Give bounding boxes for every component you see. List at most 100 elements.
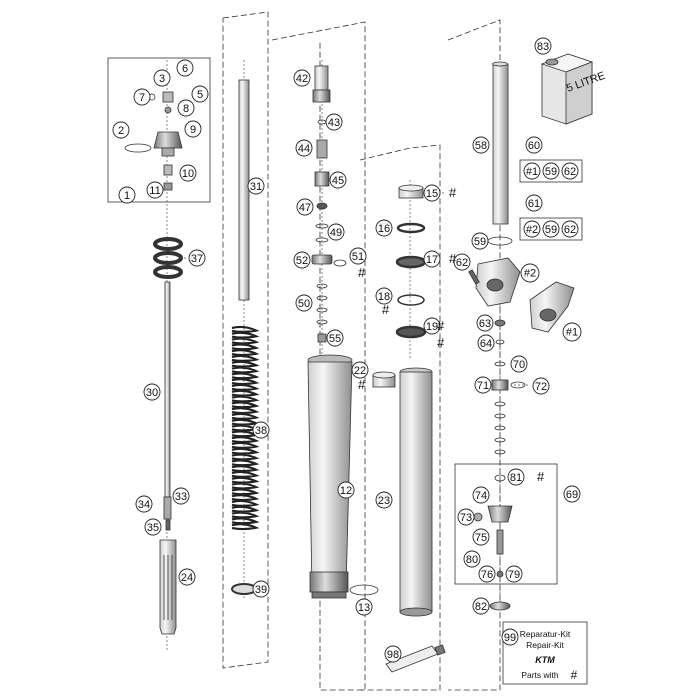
- callout-circle: [474, 376, 492, 394]
- right-column-parts: [468, 61, 575, 611]
- callout-number: 55: [329, 333, 341, 345]
- callout-circle: [325, 113, 343, 131]
- top-cap-parts: [124, 91, 183, 191]
- callout-number: 7: [139, 92, 145, 104]
- callout-80: 80: [463, 550, 481, 568]
- callout-number: 34: [138, 499, 150, 511]
- callout-circle: [296, 198, 314, 216]
- callout-34: 34: [135, 495, 153, 513]
- callout-circle: [349, 247, 367, 265]
- callout-8: 8: [177, 99, 195, 117]
- callout-circle: [478, 565, 496, 583]
- legend-brand: KTM: [535, 655, 555, 665]
- callout-number: 64: [480, 338, 492, 350]
- hash-mark: #: [358, 265, 366, 280]
- clamp-label-circle: [562, 322, 582, 342]
- callout-61: 61: [525, 194, 543, 212]
- callout-35: 35: [144, 518, 162, 536]
- callout-number: 75: [475, 532, 487, 544]
- damper-rod: [159, 281, 177, 635]
- fork-spring: [231, 325, 260, 531]
- callout-number: 79: [508, 569, 520, 581]
- callout-number: 30: [146, 387, 158, 399]
- inner-tube: [399, 367, 433, 617]
- legend-symbol: #: [571, 668, 578, 682]
- callout-number: 1: [124, 190, 130, 202]
- callout-number: 2: [118, 125, 124, 137]
- callout-number: 82: [475, 601, 487, 613]
- kit-60-item: 59: [545, 166, 557, 178]
- callout-circle: [337, 481, 355, 499]
- callout-circle: [143, 383, 161, 401]
- callout-circle: [295, 294, 313, 312]
- legend-line1: Reparatur-Kit: [520, 629, 571, 639]
- callout-circle: [534, 37, 552, 55]
- callout-number: 9: [190, 124, 196, 136]
- callout-circle: [144, 518, 162, 536]
- callout-number: 23: [378, 495, 390, 507]
- callout-number: 52: [296, 255, 308, 267]
- ring-13: [349, 584, 379, 596]
- hash-mark: #: [537, 469, 545, 484]
- callout-60: 60: [525, 136, 543, 154]
- callout-number: 63: [479, 318, 491, 330]
- hash-mark: #: [358, 377, 366, 392]
- callout-number: 98: [387, 649, 399, 661]
- callout-circle: [112, 121, 130, 139]
- clamp-label-circle: [520, 263, 540, 283]
- callout-52: 52: [293, 251, 311, 269]
- hash-mark: #: [437, 335, 445, 350]
- callout-circle: [118, 186, 136, 204]
- bushing-22: [372, 371, 396, 388]
- callout-70: 70: [510, 355, 528, 373]
- callout-75: 75: [472, 528, 490, 546]
- callout-76: 76: [478, 565, 496, 583]
- callout-number: 43: [328, 117, 340, 129]
- callout-17: 17: [423, 250, 441, 268]
- callout-circle: [191, 85, 209, 103]
- callout-98: 98: [384, 645, 402, 663]
- kit-60-circle: [542, 162, 560, 180]
- callout-10: 10: [179, 164, 197, 182]
- legend-line3: Parts with: [521, 670, 559, 680]
- callout-18: 18: [375, 287, 393, 305]
- hash-mark: #: [437, 318, 445, 333]
- spacer-tube: [238, 79, 250, 301]
- callout-16: 16: [375, 219, 393, 237]
- callout-38: 38: [252, 421, 270, 439]
- callout-circle: [375, 219, 393, 237]
- hash-mark: #: [449, 185, 457, 200]
- callout-circle: [375, 287, 393, 305]
- kit-60-item: #1: [526, 166, 538, 178]
- callout-circle: [184, 120, 202, 138]
- callout-number: 19: [426, 321, 438, 333]
- callout-19: 19: [423, 317, 441, 335]
- callout-number: 15: [426, 188, 438, 200]
- callout-55: 55: [326, 329, 344, 347]
- callout-11: 11: [146, 181, 164, 199]
- rings-37: [153, 237, 183, 279]
- callout-number: 71: [477, 380, 489, 392]
- callout-circle: [471, 232, 489, 250]
- clamp-label: #1: [566, 327, 578, 339]
- callout-circle: [375, 491, 393, 509]
- callout-circle: [188, 249, 206, 267]
- kit-61-item: 62: [564, 224, 576, 236]
- kit-61-circle: [523, 220, 541, 238]
- hash-layer: ########: [358, 185, 545, 484]
- kit-60-item: 62: [564, 166, 576, 178]
- callout-62: 62: [453, 253, 471, 271]
- callout-23: 23: [375, 491, 393, 509]
- callout-circle: [293, 69, 311, 87]
- callout-45: 45: [329, 171, 347, 189]
- callout-47: 47: [296, 198, 314, 216]
- callout-circle: [384, 645, 402, 663]
- callout-circle: [252, 580, 270, 598]
- callout-circle: [146, 181, 164, 199]
- callout-83: 83: [534, 37, 552, 55]
- compression-kit-box: [454, 463, 558, 585]
- callout-circle: [472, 597, 490, 615]
- callout-number: 38: [255, 425, 267, 437]
- callout-13: 13: [355, 598, 373, 616]
- oil-can: 5 LITRE: [540, 53, 607, 125]
